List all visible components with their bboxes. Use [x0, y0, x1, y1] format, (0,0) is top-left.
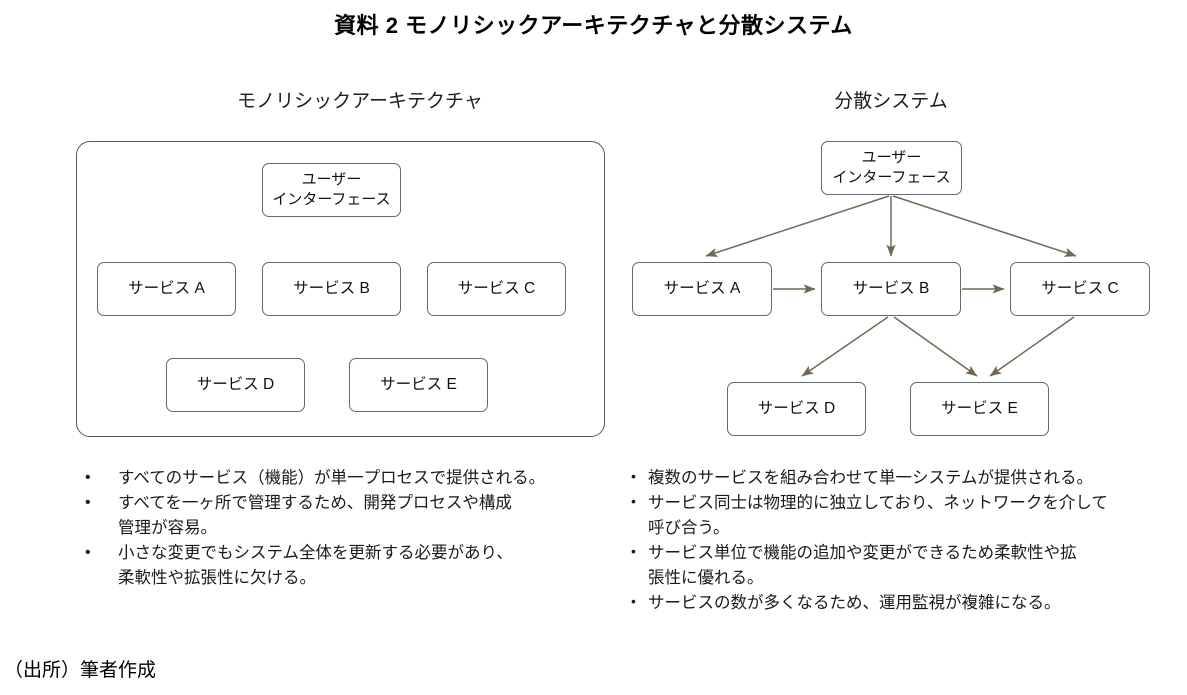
bullet-text: 複数のサービスを組み合わせて単一システムが提供される。: [648, 469, 1094, 487]
bullet-marker-icon: •: [631, 468, 636, 484]
distributed-column-heading: 分散システム: [834, 91, 948, 112]
list-item: • サービス同士は物理的に独立しており、ネットワークを介して 呼び合う。: [631, 491, 1187, 541]
distributed-node-user-interface: ユーザー インターフェース: [821, 141, 962, 195]
source-note: （出所）筆者作成: [4, 660, 157, 681]
node-label: サービス A: [663, 279, 741, 297]
bullet-marker-icon: •: [631, 493, 636, 510]
node-label-line2: インターフェース: [272, 191, 391, 208]
monolith-node-service-b: サービス B: [262, 262, 401, 316]
node-label: サービス B: [293, 279, 370, 297]
bullet-marker-icon: •: [85, 544, 91, 562]
node-label-multiline: ユーザー インターフェース: [832, 148, 950, 188]
bullet-marker-icon: •: [85, 494, 91, 512]
monolith-node-service-d: サービス D: [166, 358, 305, 412]
node-label: サービス A: [128, 279, 205, 297]
list-item: • すべてのサービス（機能）が単一プロセスで提供される。: [78, 466, 618, 491]
distributed-node-service-e: サービス E: [910, 382, 1049, 436]
monolith-bullet-list: • すべてのサービス（機能）が単一プロセスで提供される。 • すべてを一ヶ所で管…: [78, 466, 618, 591]
node-label: サービス B: [852, 279, 930, 297]
node-label-line1: ユーザー: [861, 149, 922, 167]
list-item: • 小さな変更でもシステム全体を更新する必要があり、 柔軟性や拡張性に欠ける。: [78, 541, 618, 591]
node-label-line2: インターフェース: [832, 169, 951, 186]
arrow-service-c-to-service-e: [989, 316, 1075, 377]
bullet-marker-icon: •: [631, 543, 636, 560]
list-item: • すべてを一ヶ所で管理するため、開発プロセスや構成 管理が容易。: [78, 491, 618, 541]
distributed-bullet-list: • 複数のサービスを組み合わせて単一システムが提供される。 • サービス同士は物…: [631, 466, 1187, 616]
distributed-node-service-c: サービス C: [1010, 262, 1150, 316]
bullet-text: すべてのサービス（機能）が単一プロセスで提供される。: [118, 469, 546, 487]
arrow-service-b-to-service-e: [893, 316, 978, 377]
arrow-ui-to-service-a: [705, 195, 890, 257]
list-item: • サービスの数が多くなるため、運用監視が複雑になる。: [631, 591, 1187, 616]
monolith-node-service-e: サービス E: [349, 358, 488, 412]
monolith-node-user-interface: ユーザー インターフェース: [262, 163, 401, 217]
node-label: サービス C: [457, 279, 536, 297]
monolith-column-heading: モノリシックアーキテクチャ: [237, 91, 483, 112]
bullet-marker-icon: •: [85, 469, 91, 486]
node-label: サービス E: [941, 399, 1018, 417]
node-label: サービス E: [380, 375, 457, 393]
monolith-node-service-c: サービス C: [427, 262, 566, 316]
distributed-node-service-d: サービス D: [727, 382, 866, 436]
list-item: • 複数のサービスを組み合わせて単一システムが提供される。: [631, 466, 1187, 491]
node-label: サービス C: [1041, 279, 1119, 297]
distributed-node-service-b: サービス B: [821, 262, 961, 316]
bullet-text: すべてを一ヶ所で管理するため、開発プロセスや構成 管理が容易。: [118, 494, 512, 538]
arrow-ui-to-service-c: [892, 195, 1077, 257]
bullet-text: 小さな変更でもシステム全体を更新する必要があり、 柔軟性や拡張性に欠ける。: [118, 544, 513, 588]
bullet-text: サービスの数が多くなるため、運用監視が複雑になる。: [648, 594, 1061, 613]
monolith-node-service-a: サービス A: [97, 262, 236, 316]
bullet-text: サービス同士は物理的に独立しており、ネットワークを介して 呼び合う。: [648, 494, 1108, 538]
bullet-text: サービス単位で機能の追加や変更ができるため柔軟性や拡 張性に優れる。: [648, 544, 1077, 588]
bullet-marker-icon: •: [631, 593, 636, 610]
node-label-line1: ユーザー: [301, 171, 362, 189]
list-item: • サービス単位で機能の追加や変更ができるため柔軟性や拡 張性に優れる。: [631, 541, 1187, 591]
node-label-multiline: ユーザー インターフェース: [272, 170, 390, 210]
page-title: 資料 2 モノリシックアーキテクチャと分散システム: [334, 13, 853, 38]
distributed-node-service-a: サービス A: [632, 262, 772, 316]
arrow-service-b-to-service-d: [801, 316, 889, 377]
node-label: サービス D: [196, 375, 275, 393]
node-label: サービス D: [757, 399, 836, 417]
